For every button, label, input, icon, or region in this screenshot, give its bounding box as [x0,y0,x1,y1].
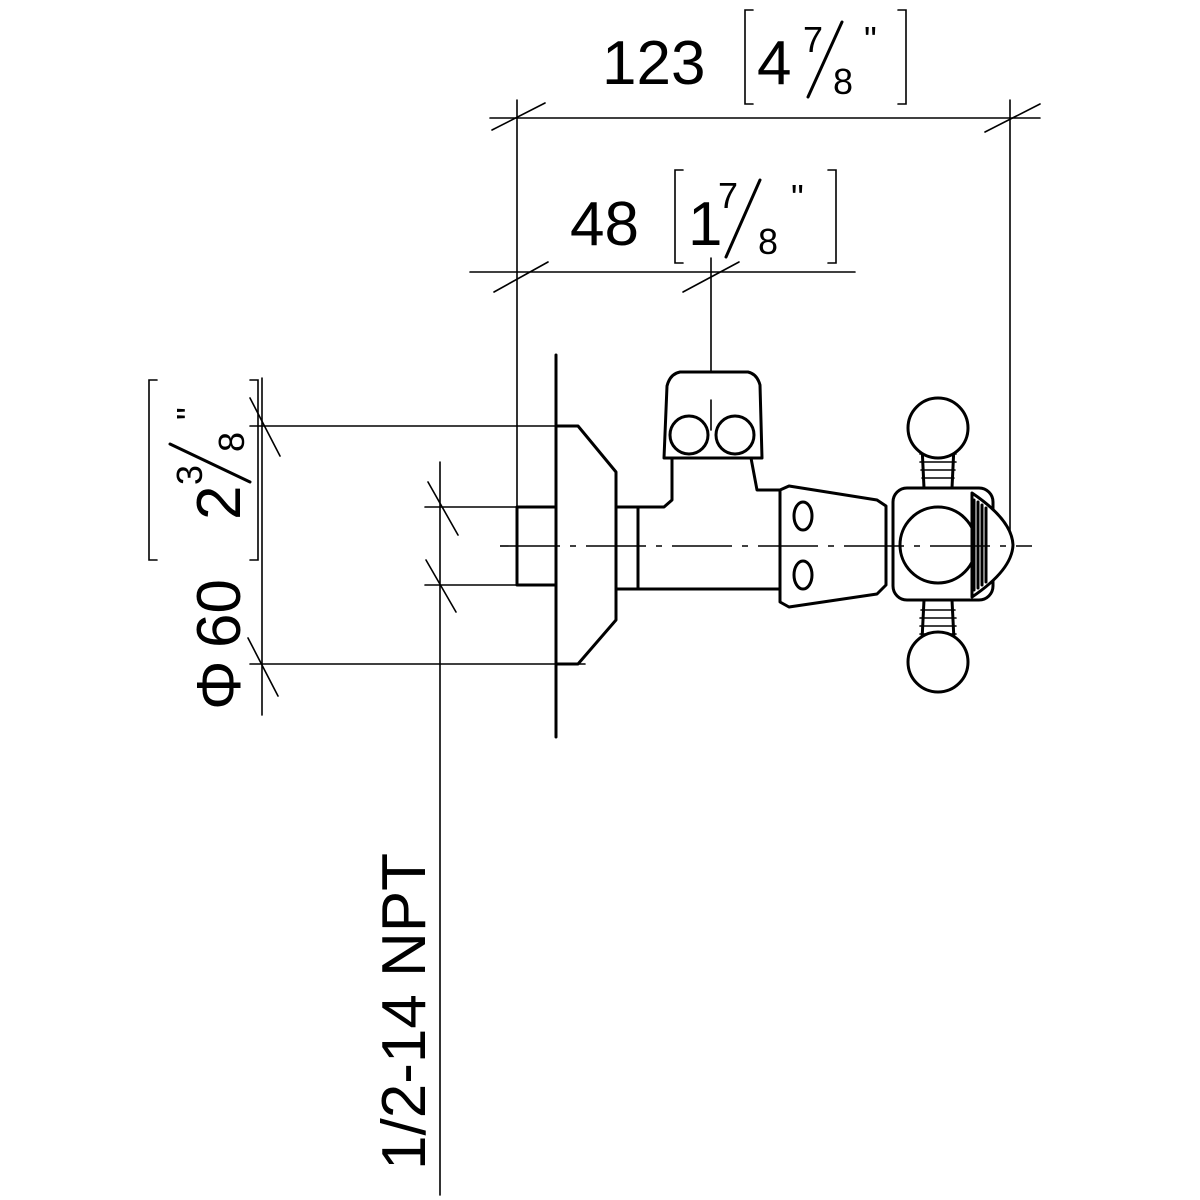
bonnet-slot-top [792,500,814,532]
flange-diameter-inch-denominator: 8 [211,432,252,452]
dimension-handle-offset: 48 1 7 8 " [469,169,856,491]
overall-length-inch-whole: 4 [757,29,791,98]
dimension-overall-length: 123 4 7 8 " [489,9,1041,586]
handle-offset-inch-mark: " [791,177,804,218]
overall-length-inch-denominator: 8 [833,61,853,102]
handle-offset-inch-numerator: 7 [718,175,738,216]
handle-knob-bottom [906,630,970,694]
flange-diameter-mm: 60 [185,579,254,648]
flange-diameter-symbol: Φ [185,661,254,710]
dimension-flange-diameter: Φ 60 2 3 8 " [148,377,586,716]
handle-offset-inch-whole: 1 [688,190,722,259]
handle-offset-mm: 48 [570,190,639,259]
collar [614,505,640,591]
handle-center-circle [898,505,978,585]
outlet-neck [636,456,782,591]
thread-label: 1/2-14 NPT [370,853,439,1170]
overall-length-inch-numerator: 7 [803,19,823,60]
flange-diameter-inch-numerator: 3 [169,465,210,485]
bonnet-slot-bottom [792,559,814,591]
outlet-nut-flat-left [668,414,710,456]
handle-offset-inch-denominator: 8 [758,221,778,262]
dimension-thread: 1/2-14 NPT [370,461,521,1196]
escutcheon [554,424,618,666]
handle-knob-top [906,396,970,460]
flange-diameter-inch-mark: " [169,407,210,420]
outlet-nut-flat-right [714,414,756,456]
flange-diameter-inch-whole: 2 [185,486,254,520]
overall-length-mm: 123 [602,29,705,98]
overall-length-inch-mark: " [864,19,877,60]
